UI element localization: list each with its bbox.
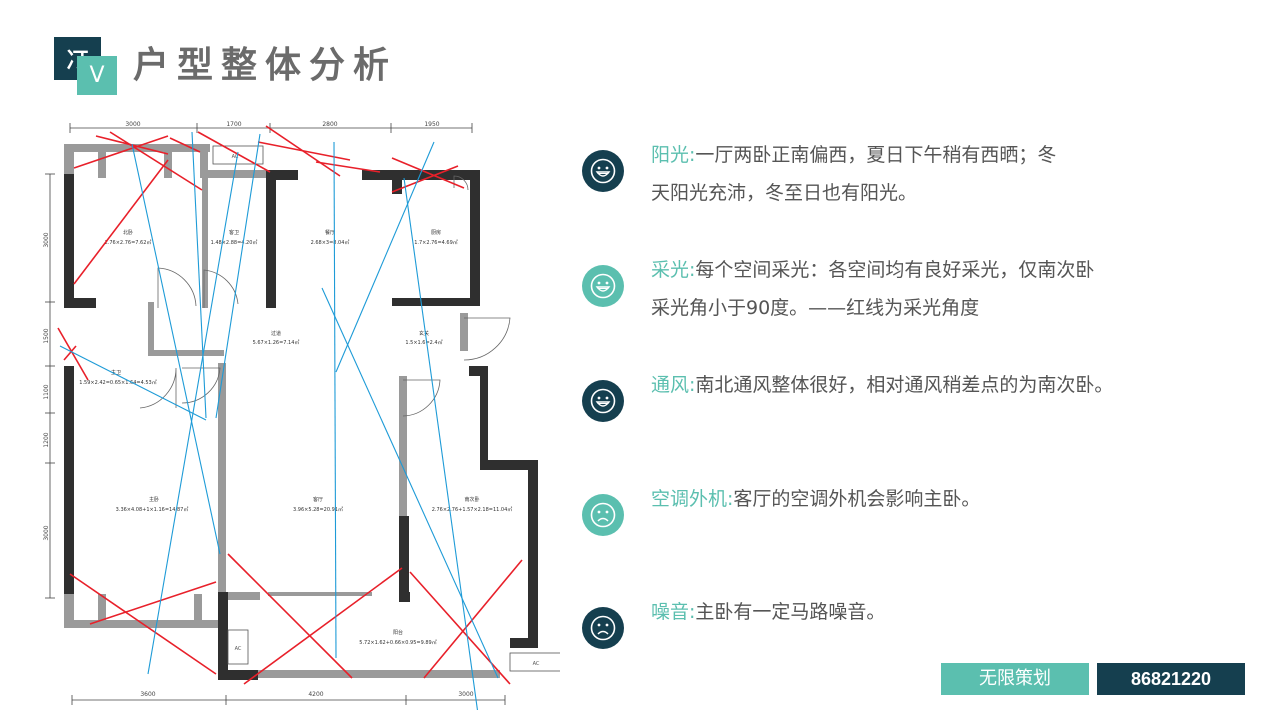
airflow-lines [59, 131, 499, 710]
analysis-text: 阳光:一厅两卧正南偏西，夏日下午稍有西晒；冬天阳光充沛，冬至日也有阳光。 [651, 136, 1211, 212]
analysis-label-colon: : [689, 374, 696, 396]
analysis-line-1: 南北通风整体很好，相对通风稍差点的为南次卧。 [695, 374, 1114, 396]
lighting-angle-lines [57, 125, 523, 685]
room-balcony: 阳台 [393, 629, 403, 636]
analysis-label: 阳光 [651, 144, 690, 166]
dim-bottom-2: 4200 [308, 691, 323, 698]
analysis-label-colon: : [689, 259, 696, 281]
sad-face-icon [582, 607, 624, 649]
floorplan-diagram: 3000 1700 2800 1950 3600 4200 3000 3000 … [43, 121, 560, 710]
room-entrance-size: 1.5×1.6=2.4㎡ [405, 339, 442, 346]
dim-top-4: 1950 [424, 121, 439, 128]
section-badge: V [77, 56, 117, 95]
interior-walls [64, 144, 500, 678]
room-master-bedroom: 主卧 [149, 496, 159, 503]
room-north-bedroom: 北卧 [123, 229, 133, 236]
ac-units [212, 145, 560, 672]
phone-number: 86821220 [1097, 663, 1245, 695]
dim-left-3: 1100 [43, 384, 50, 399]
dimension-lines [45, 123, 506, 705]
dim-top-1: 3000 [125, 121, 140, 128]
room-guest-bath: 客卫 [229, 229, 239, 236]
happy-face-icon [582, 380, 624, 422]
exterior-walls [64, 170, 538, 680]
analysis-line-1: 每个空间采光：各空间均有良好采光，仅南次卧 [695, 259, 1095, 281]
analysis-text: 通风:南北通风整体很好，相对通风稍差点的为南次卧。 [651, 366, 1211, 404]
dim-left-4: 1200 [43, 432, 50, 447]
analysis-line-1: 主卧有一定马路噪音。 [695, 601, 886, 623]
room-kitchen-size: 1.7×2.76=4.69㎡ [414, 239, 458, 246]
room-corridor-size: 5.67×1.26=7.14㎡ [253, 339, 300, 346]
analysis-label: 噪音 [651, 601, 690, 623]
ac-label-bottom: AC [235, 646, 242, 652]
room-balcony-size: 5.72×1.62+0.66×0.95=9.89㎡ [359, 639, 436, 646]
happy-face-icon [582, 265, 624, 307]
analysis-label-colon: : [689, 601, 696, 623]
dim-left-2: 1500 [43, 328, 50, 343]
analysis-text: 采光:每个空间采光：各空间均有良好采光，仅南次卧采光角小于90度。——红线为采光… [651, 251, 1211, 327]
room-north-bedroom-size: 2.76×2.76=7.62㎡ [105, 239, 152, 246]
dim-left-5: 3000 [43, 525, 50, 540]
room-south-bedroom-size: 2.76×2.76+1.57×2.18=11.04㎡ [432, 506, 513, 513]
page-title: 户型整体分析 [133, 45, 398, 86]
happy-face-icon [582, 150, 624, 192]
analysis-text: 噪音:主卧有一定马路噪音。 [651, 593, 1211, 631]
dim-bottom-1: 3600 [140, 691, 155, 698]
room-master-bath-size: 1.59×2.42=0.65×1.64=4.53㎡ [79, 379, 156, 386]
analysis-text: 空调外机:客厅的空调外机会影响主卧。 [651, 480, 1211, 518]
dim-left-1: 3000 [43, 232, 50, 247]
room-guest-bath-size: 1.48×2.88=4.20㎡ [211, 239, 258, 246]
analysis-line-1: 客厅的空调外机会影响主卧。 [733, 488, 981, 510]
room-living: 客厅 [313, 496, 323, 503]
room-dining: 餐厅 [325, 229, 335, 236]
analysis-label: 采光 [651, 259, 690, 281]
dim-bottom-3: 3000 [458, 691, 473, 698]
analysis-line-2: 采光角小于90度。——红线为采光角度 [651, 297, 980, 319]
analysis-label-colon: : [689, 144, 696, 166]
room-kitchen: 厨房 [431, 229, 441, 236]
ac-label-top: AC [232, 154, 239, 160]
analysis-line-2: 天阳光充沛，冬至日也有阳光。 [651, 182, 918, 204]
room-master-bath: 主卫 [111, 369, 121, 376]
analysis-label: 空调外机 [651, 488, 728, 510]
door-swings [139, 175, 511, 417]
sad-face-icon [582, 494, 624, 536]
room-living-size: 3.96×5.28=20.91㎡ [293, 506, 343, 513]
dim-top-3: 2800 [322, 121, 337, 128]
room-south-bedroom: 南次卧 [464, 496, 479, 503]
analysis-label: 通风 [651, 374, 690, 396]
ac-label-right: AC [533, 661, 540, 667]
room-corridor: 过道 [271, 330, 281, 337]
brand-button[interactable]: 无限策划 [941, 663, 1089, 695]
analysis-label-colon: : [727, 488, 734, 510]
room-master-bedroom-size: 3.36×4.08+1×1.16=14.87㎡ [116, 506, 189, 513]
analysis-line-1: 一厅两卧正南偏西，夏日下午稍有西晒；冬 [695, 144, 1057, 166]
room-dining-size: 2.68×3=8.04㎡ [311, 239, 350, 246]
dim-top-2: 1700 [226, 121, 241, 128]
room-entrance: 玄关 [419, 330, 429, 337]
section-letter: V [89, 63, 105, 88]
